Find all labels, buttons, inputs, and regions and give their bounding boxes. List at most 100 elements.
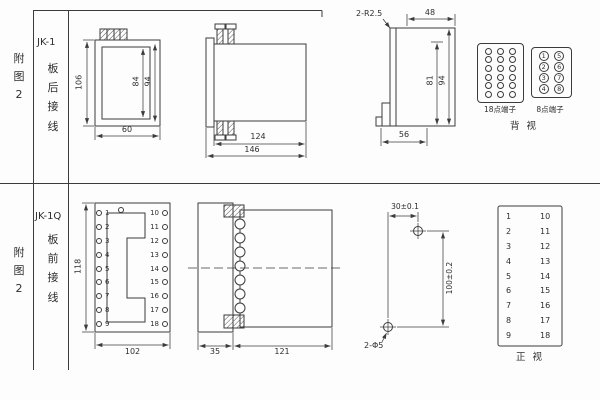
- terminal-number: 4: [538, 84, 549, 95]
- pin-row: 12: [144, 237, 168, 245]
- pin-row: 1: [96, 209, 120, 217]
- pin-number: 17: [150, 306, 159, 315]
- pin-circle-icon: [96, 293, 102, 300]
- mounting-label-bottom: 板前接线: [45, 233, 61, 304]
- dim-35: 35: [209, 347, 221, 356]
- terminal-point-icon: [496, 47, 504, 55]
- rear-wiring-front-view: [83, 28, 161, 140]
- pin-circle-icon: [162, 210, 168, 216]
- mounting-label-char: 板: [47, 62, 59, 75]
- terminal-point-icon: [485, 65, 493, 73]
- pin-number: 16: [150, 292, 159, 301]
- pin-circle-icon: [96, 223, 102, 230]
- pins-right-column: 10 11 12 13 14 15 16 17 18: [144, 209, 168, 328]
- front-view-caption: 正 视: [515, 352, 545, 363]
- pin-circle-icon: [96, 251, 102, 258]
- dim-94-cutout: 94: [437, 75, 447, 86]
- terminal-number: 6: [554, 61, 565, 72]
- dim-146: 146: [244, 145, 260, 154]
- pin-number: 2: [105, 222, 110, 231]
- pin-number: 18: [150, 320, 159, 328]
- pin-row: 6: [96, 278, 120, 286]
- pin-circle-icon: [162, 321, 168, 327]
- dim-118: 118: [73, 258, 83, 275]
- mounting-label-top: 板后接线: [45, 62, 61, 133]
- rear-view-caption: 背 视: [509, 121, 539, 132]
- terminal-point-icon: [496, 91, 504, 99]
- pin-circle-icon: [162, 223, 168, 230]
- terminal-point-icon: [485, 56, 493, 64]
- mounting-label-char: 接: [47, 271, 59, 285]
- mounting-label-char: 板: [47, 233, 59, 246]
- terminal-number: 1: [538, 50, 549, 61]
- model-label-bottom: JK-1Q: [35, 211, 62, 222]
- terminal18-label: 18点端子: [483, 105, 517, 114]
- terminal-point-icon: [508, 56, 516, 64]
- pin-row: 10: [144, 209, 168, 217]
- terminal-number: 8: [554, 84, 565, 95]
- pin-row: 11: [144, 223, 168, 231]
- dim-84: 84: [131, 76, 141, 87]
- pin-row: 15: [144, 278, 168, 286]
- terminal-point-icon: [485, 91, 493, 99]
- pin-number: 12: [150, 236, 159, 245]
- panel-number: 18: [540, 331, 551, 340]
- pin-row: 2: [96, 223, 120, 231]
- panel-number: 14: [540, 271, 551, 281]
- pin-circle-icon: [96, 279, 102, 286]
- terminal-point-icon: [485, 82, 493, 90]
- terminal-point-icon: [496, 65, 504, 73]
- panel-number: 7: [506, 301, 512, 311]
- terminal8-label: 8点端子: [536, 105, 564, 114]
- panel-number: 15: [540, 286, 551, 296]
- fig-label-char: 附: [13, 246, 25, 259]
- pin-row: 18: [144, 320, 168, 328]
- pin-number: 11: [150, 222, 159, 231]
- dim-124: 124: [250, 132, 266, 141]
- pin-number: 6: [105, 278, 110, 287]
- front-wiring-side-view: [188, 202, 344, 350]
- pin-circle-icon: [162, 279, 168, 286]
- terminal-point-icon: [496, 56, 504, 64]
- dim-81: 81: [425, 75, 435, 86]
- frame-lines: [0, 10, 600, 370]
- fig-label-char: 附: [13, 52, 25, 65]
- fig-label-char: 2: [15, 282, 23, 296]
- terminal-point-icon: [496, 73, 504, 81]
- fig-label-char: 图: [13, 264, 25, 278]
- dim-2-r2\.5: 2-R2.5: [356, 9, 383, 18]
- dim-56: 56: [398, 130, 410, 139]
- pin-row: 9: [96, 320, 120, 328]
- pin-number: 5: [105, 264, 110, 273]
- panel-number: 8: [506, 316, 512, 326]
- terminal-point-icon: [508, 47, 516, 55]
- panel-number: 3: [506, 241, 512, 251]
- front-wiring-front-view: [82, 202, 171, 349]
- panel-number: 2: [506, 226, 512, 236]
- drilling-plan-view: [380, 212, 449, 343]
- mounting-label-char: 线: [47, 119, 59, 133]
- pin-number: 1: [105, 209, 110, 217]
- pin-circle-icon: [96, 237, 102, 244]
- terminal-point-icon: [485, 73, 493, 81]
- fig-label-char: 图: [13, 70, 25, 84]
- panel-cutout-view: [375, 14, 456, 146]
- terminal-point-icon: [508, 82, 516, 90]
- panel-number: 11: [540, 226, 551, 236]
- panel-number: 13: [540, 256, 551, 266]
- dim-102: 102: [124, 347, 141, 356]
- pin-number: 9: [105, 320, 110, 328]
- pin-circle-icon: [162, 265, 168, 272]
- pin-circle-icon: [162, 307, 168, 314]
- pin-circle-icon: [96, 265, 102, 272]
- front-panel-view: [497, 205, 563, 347]
- pin-circle-icon: [96, 210, 102, 216]
- terminal-block-18: [477, 43, 524, 103]
- pin-number: 15: [150, 278, 159, 287]
- panel-number: 1: [506, 212, 512, 221]
- pin-number: 10: [150, 209, 159, 217]
- pin-row: 7: [96, 292, 120, 300]
